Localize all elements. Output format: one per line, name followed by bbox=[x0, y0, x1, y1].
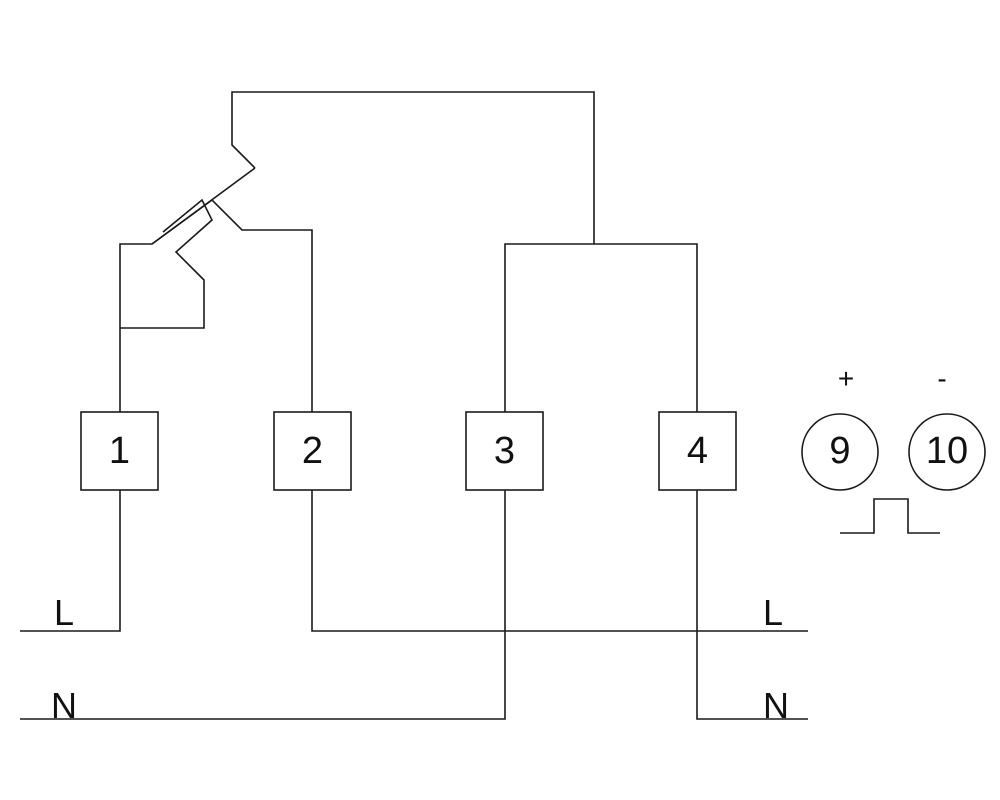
left-neutral-wire bbox=[20, 490, 506, 720]
right-neutral-label: N bbox=[763, 685, 789, 726]
coil-strap-b-wire bbox=[120, 198, 213, 329]
top-loop-wire bbox=[231, 91, 595, 244]
neutral-bridge-wire bbox=[504, 243, 698, 412]
pulse-terminal-9-circle bbox=[801, 413, 879, 491]
terminal-4-label: 4 bbox=[687, 430, 708, 472]
coil-strap-a-wire bbox=[119, 167, 256, 412]
terminal-2-label: 2 bbox=[302, 430, 323, 472]
right-live-label: L bbox=[763, 592, 783, 633]
pulse-terminal-9-label: 9 bbox=[829, 430, 850, 472]
pulse-output-9: + 9 bbox=[801, 363, 879, 491]
terminal-2: 2 bbox=[273, 411, 352, 491]
left-neutral-label: N bbox=[51, 685, 77, 726]
left-live-label: L bbox=[54, 592, 74, 633]
terminal-2-box bbox=[273, 411, 352, 491]
terminal-4: 4 bbox=[658, 411, 737, 491]
terminal-2-top-wire bbox=[151, 198, 313, 412]
pulse-output-10: - 10 bbox=[908, 363, 986, 491]
left-live-wire bbox=[20, 490, 121, 632]
terminal-3-label: 3 bbox=[494, 430, 515, 472]
terminal-3: 3 bbox=[465, 411, 544, 491]
pulse-plus-sign: + bbox=[838, 363, 854, 394]
right-live-wire bbox=[311, 490, 808, 632]
terminal-1-box bbox=[80, 411, 159, 491]
pulse-waveform-icon bbox=[840, 498, 940, 534]
pulse-minus-sign: - bbox=[937, 363, 946, 394]
pulse-terminal-10-label: 10 bbox=[926, 430, 968, 472]
right-neutral-wire bbox=[696, 490, 808, 720]
pulse-terminal-10-circle bbox=[908, 413, 986, 491]
internal-wiring bbox=[119, 91, 698, 412]
external-wiring bbox=[20, 490, 808, 720]
terminal-4-box bbox=[658, 411, 737, 491]
terminal-1: 1 bbox=[80, 411, 159, 491]
terminal-3-box bbox=[465, 411, 544, 491]
terminal-1-label: 1 bbox=[109, 430, 130, 472]
